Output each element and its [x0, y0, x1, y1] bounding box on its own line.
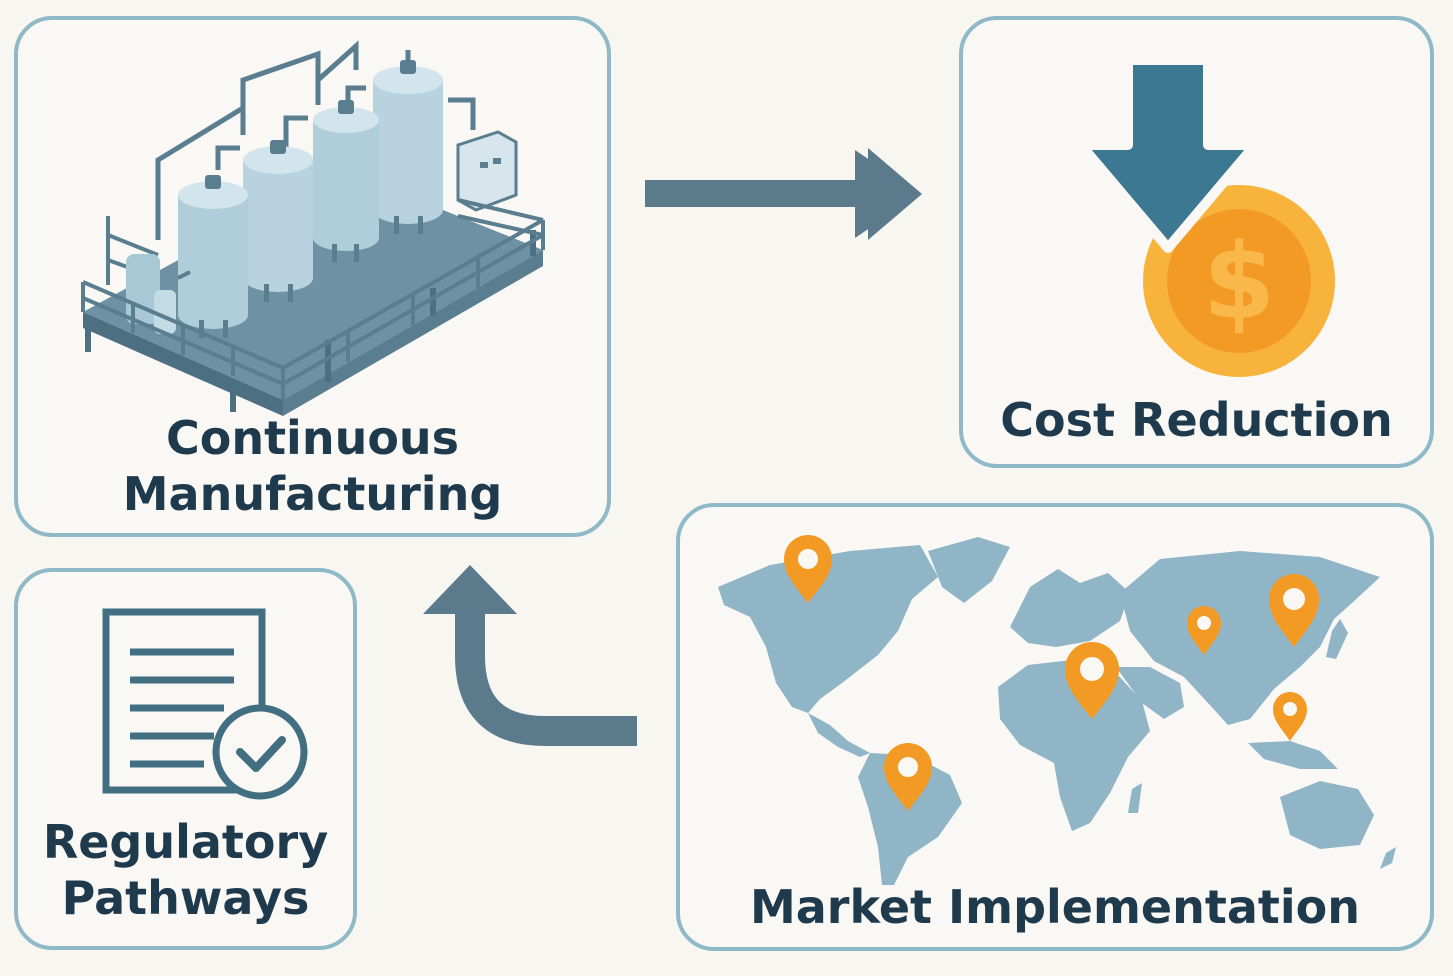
market-implementation-card: Market Implementation [676, 503, 1434, 951]
map-europe [1010, 569, 1130, 647]
map-madagascar [1128, 783, 1142, 813]
map-australia [1280, 781, 1374, 849]
location-pin-icon [1065, 642, 1119, 719]
map-north-america [718, 545, 938, 713]
map-new-zealand [1380, 847, 1396, 869]
continuous-manufacturing-label-line1: Continuous [165, 411, 460, 465]
arrow-curve-up-icon [423, 565, 637, 746]
map-se-asia [1248, 741, 1338, 769]
cost-down-coin-icon: $ [1076, 55, 1335, 377]
location-pin-icon [1269, 574, 1319, 647]
map-africa [998, 659, 1150, 831]
cost-reduction-card: $ Cost Reduction [959, 16, 1434, 468]
map-arabia [1116, 667, 1184, 719]
map-greenland [928, 537, 1010, 603]
map-south-america [858, 753, 962, 885]
continuous-manufacturing-label-line2: Manufacturing [122, 467, 503, 522]
document-check-icon [102, 608, 308, 800]
location-pins [784, 535, 1319, 811]
location-pin-icon [1187, 606, 1221, 655]
regulatory-pathways-label-line1: Regulatory [42, 815, 329, 869]
market-implementation-label: Market Implementation [749, 880, 1361, 934]
location-pin-icon [784, 535, 832, 603]
cost-reduction-label: Cost Reduction [1000, 393, 1393, 447]
coin-dollar-symbol: $ [1203, 221, 1275, 343]
location-pin-icon [884, 743, 932, 811]
regulatory-pathways-label-line2: Pathways [61, 871, 310, 926]
location-pin-icon [1273, 692, 1307, 741]
map-japan [1326, 619, 1348, 659]
factory-tanks-icon [81, 40, 545, 416]
arrow-right-icon [645, 148, 922, 240]
regulatory-pathways-card: Regulatory Pathways [14, 568, 357, 950]
map-central-america [808, 713, 870, 757]
continuous-manufacturing-card: Continuous Manufacturing [14, 16, 611, 537]
